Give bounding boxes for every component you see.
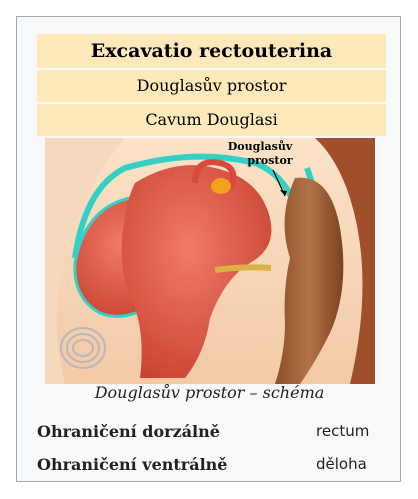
- infobox-title: Excavatio rectouterina: [37, 34, 386, 68]
- row-value[interactable]: rectum: [316, 422, 369, 440]
- ovary: [211, 178, 231, 194]
- image-label-line1: Douglasův: [228, 140, 293, 153]
- anatomy-diagram[interactable]: Douglasův prostor: [45, 138, 375, 384]
- row-value[interactable]: děloha: [316, 455, 367, 473]
- image-label-line2: prostor: [247, 154, 292, 167]
- ligament: [215, 267, 271, 270]
- infobox: Excavatio rectouterina Douglasův prostor…: [16, 16, 401, 482]
- infobox-subtitle-latin: Cavum Douglasi: [37, 104, 386, 136]
- row-label: Ohraničení ventrálně: [37, 455, 227, 474]
- row-label: Ohraničení dorzálně: [37, 422, 220, 441]
- infobox-subtitle-czech: Douglasův prostor: [37, 70, 386, 102]
- image-caption: Douglasův prostor – schéma: [17, 383, 402, 402]
